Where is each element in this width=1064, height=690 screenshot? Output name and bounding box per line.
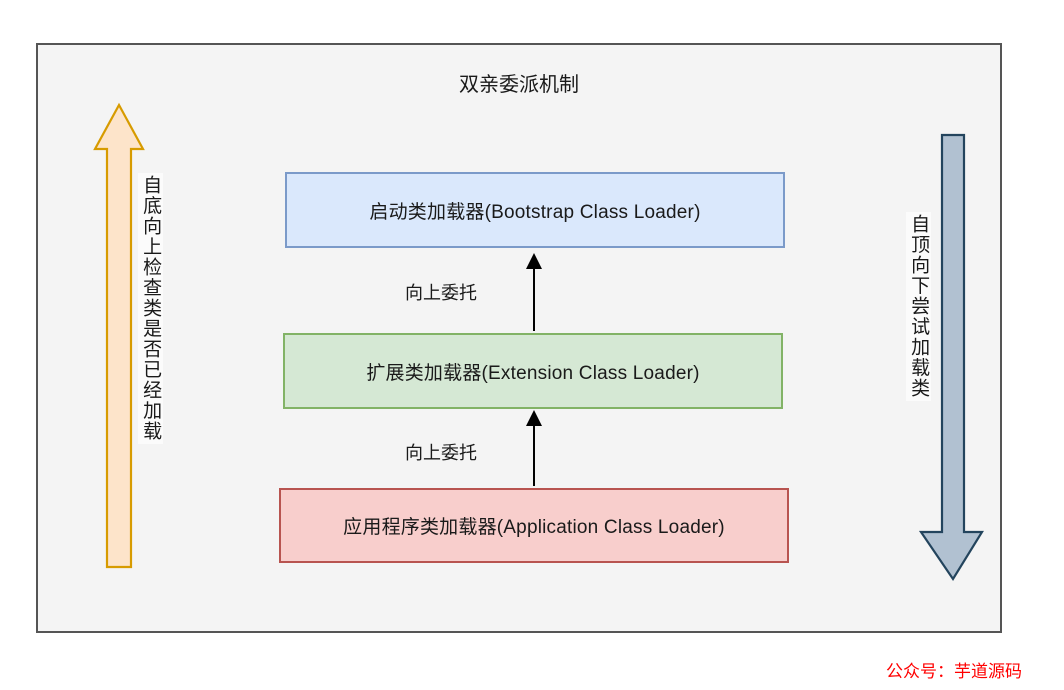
check-loaded-upward-label: 自底向上检查类是否已经加载 [138,173,164,444]
delegate-arrow-application-to-extension [522,410,546,486]
check-loaded-upward-arrow [93,102,145,569]
arrow-head-icon [526,253,542,269]
try-load-downward-label: 自顶向下尝试加载类 [906,212,932,401]
delegate-label-extension-to-bootstrap: 向上委托 [400,278,482,306]
delegate-label-application-to-extension: 向上委托 [400,438,482,466]
application-class-loader-box[interactable]: 应用程序类加载器(Application Class Loader) [279,488,789,563]
delegate-arrow-extension-to-bootstrap [522,253,546,331]
application-class-loader-label: 应用程序类加载器(Application Class Loader) [343,517,725,538]
arrow-shaft [533,422,535,486]
bootstrap-class-loader-label: 启动类加载器(Bootstrap Class Loader) [369,201,701,223]
try-load-downward-arrow [918,133,984,582]
arrow-head-icon [526,410,542,426]
arrow-shaft [533,265,535,331]
bootstrap-class-loader-box[interactable]: 启动类加载器(Bootstrap Class Loader) [285,172,785,248]
diagram-title: 双亲委派机制 [459,74,579,96]
extension-class-loader-label: 扩展类加载器(Extension Class Loader) [366,362,700,384]
extension-class-loader-box[interactable]: 扩展类加载器(Extension Class Loader) [283,333,783,409]
watermark-text: 公众号：芋道源码 [886,662,1022,681]
